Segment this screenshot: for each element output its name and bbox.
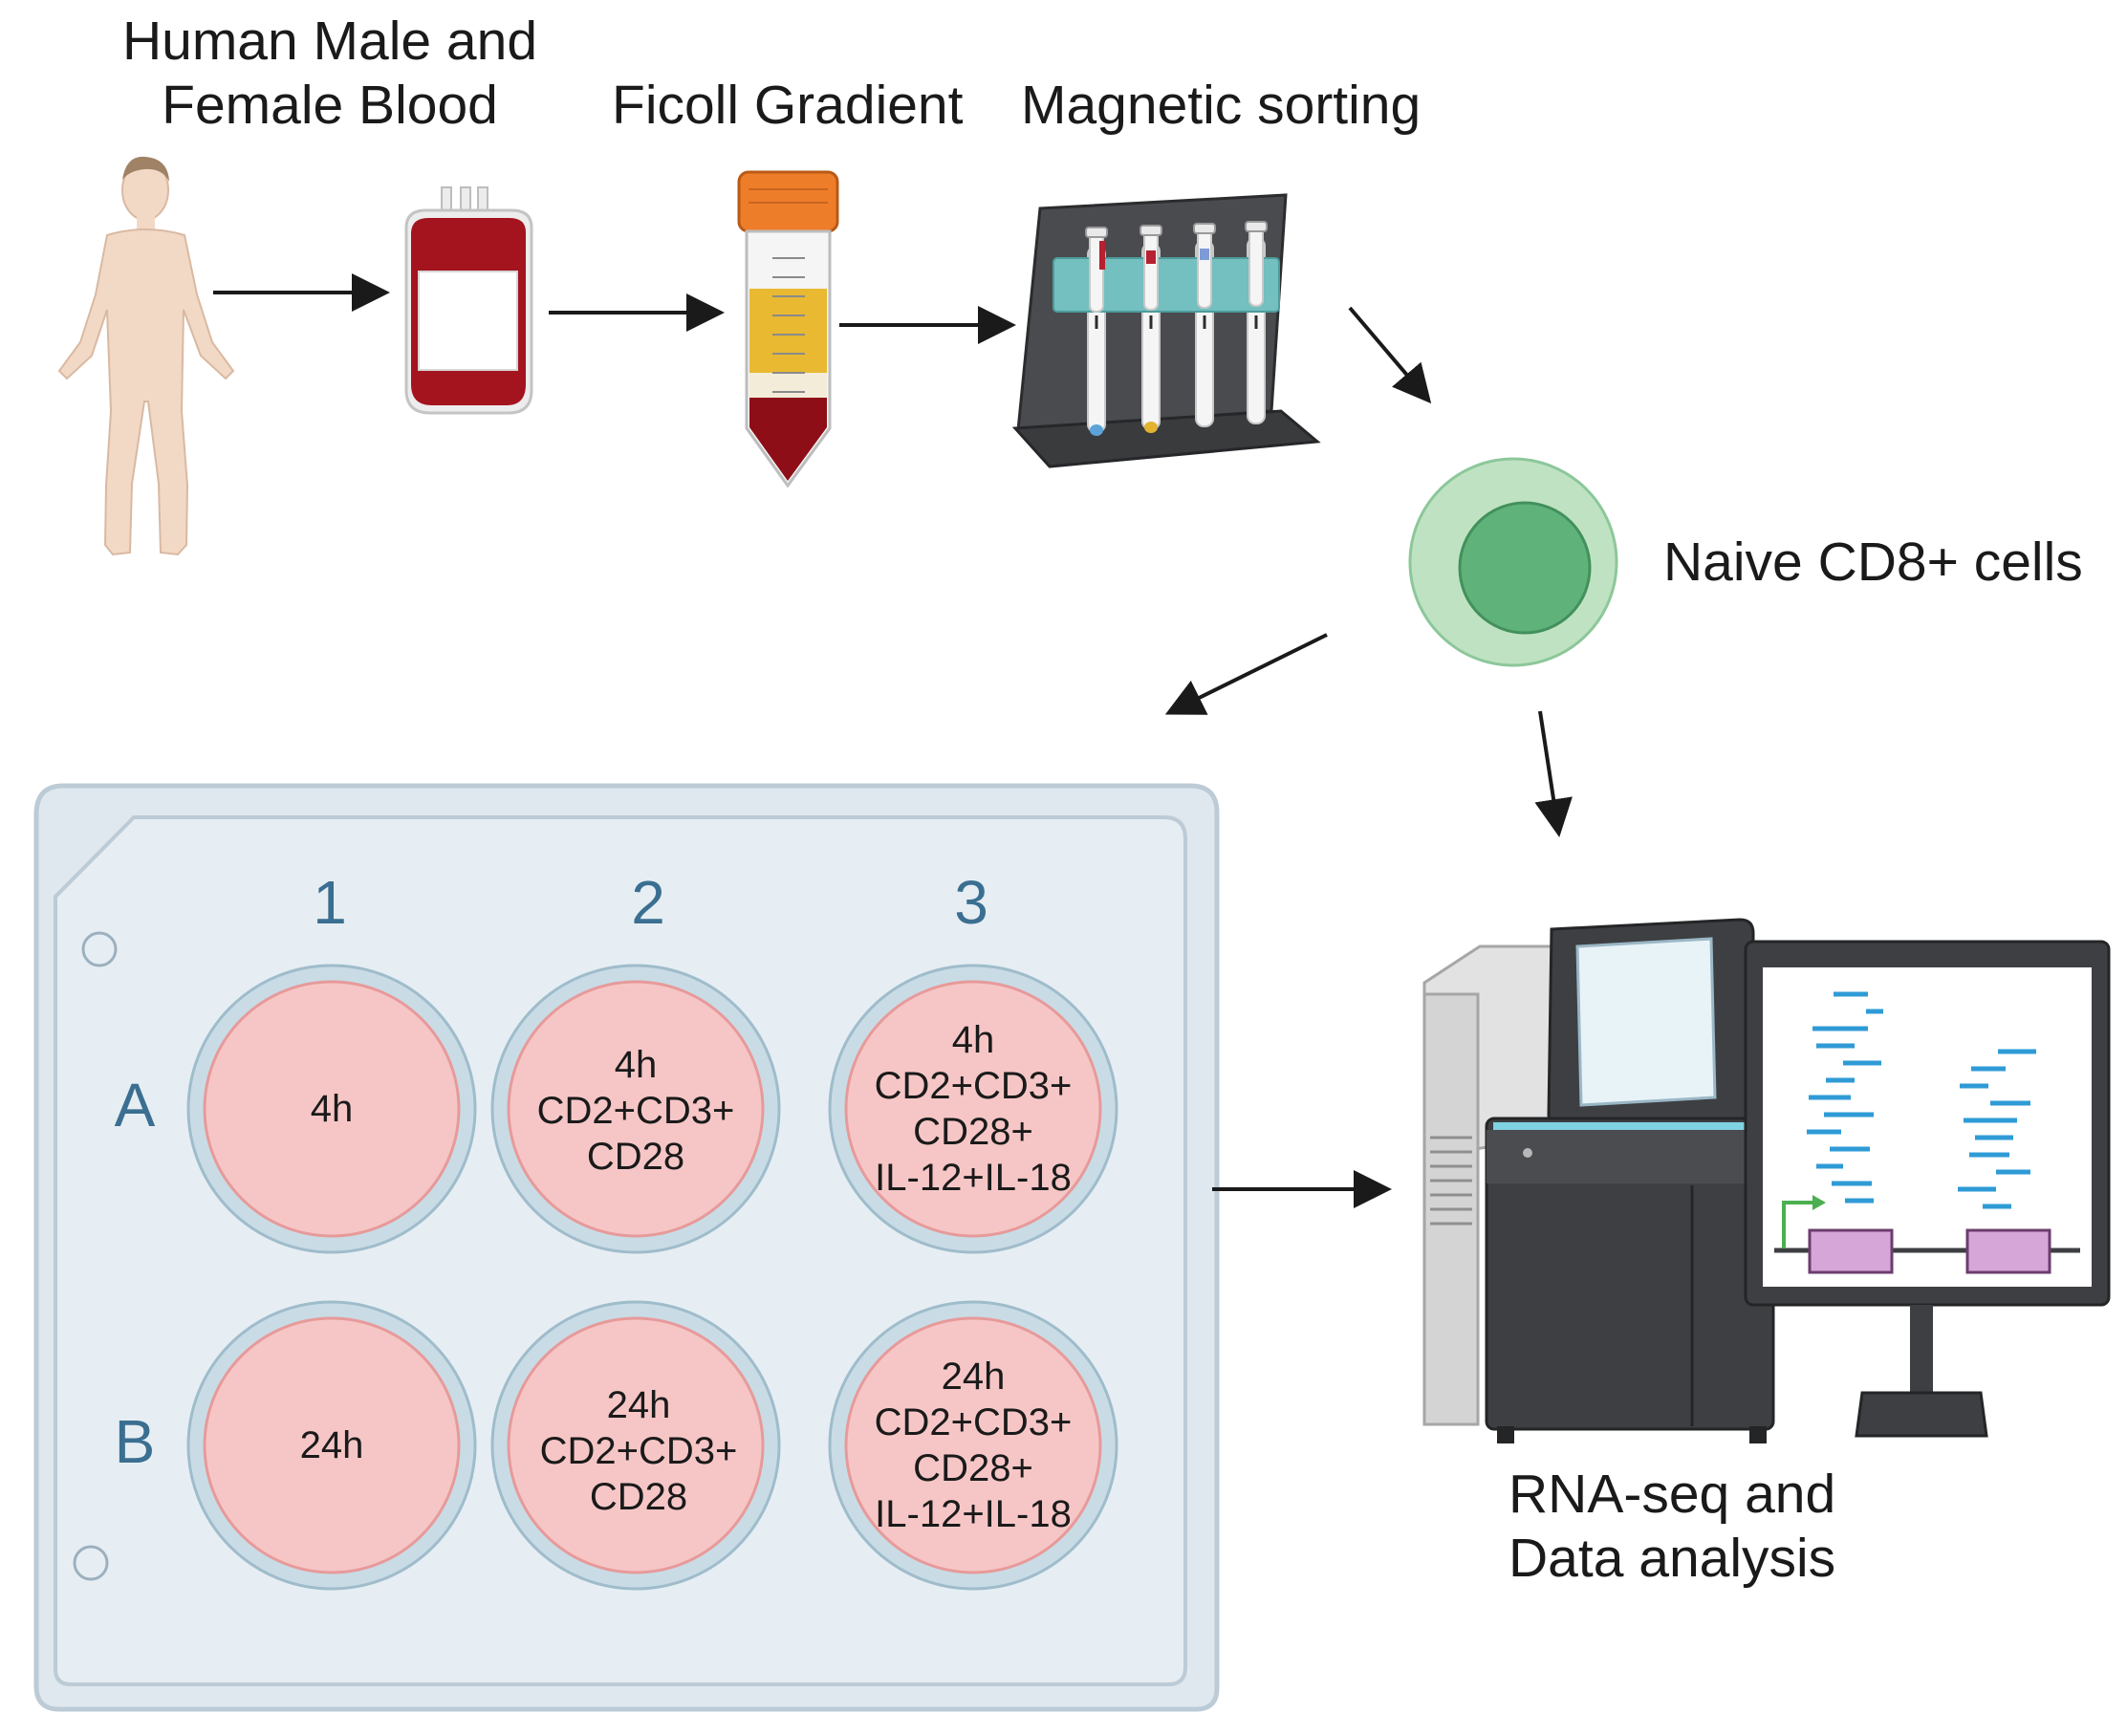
arrow-cells-to-rnaseq — [1534, 710, 1573, 837]
well-b2-line: CD28 — [589, 1476, 688, 1518]
label-human-blood-line1: Human Male and — [121, 11, 538, 72]
arrow-cells-to-plate — [1164, 633, 1328, 715]
label-naive-cd8-cells: Naive CD8+ cells — [1663, 531, 2083, 595]
well-b2-label: 24h CD2+CD3+ CD28 — [540, 1382, 738, 1520]
well-fill — [203, 980, 461, 1238]
well-fill — [844, 1316, 1102, 1574]
well-a1-line: 4h — [310, 1088, 354, 1130]
label-magnetic-sorting: Magnetic sorting — [1021, 74, 1421, 138]
label-magnetic-sorting-text: Magnetic sorting — [1021, 75, 1422, 136]
well-b3-line: CD28+ — [913, 1447, 1033, 1489]
well-b3-line: IL-12+IL-18 — [875, 1493, 1072, 1535]
label-rnaseq-line2: Data analysis — [1508, 1527, 1836, 1589]
label-human-blood-line2: Female Blood — [162, 74, 498, 136]
human-figure-icon — [57, 156, 235, 556]
blood-bag-icon — [404, 186, 533, 415]
well-a3-line: CD28+ — [913, 1111, 1033, 1153]
plate-row-a: A — [114, 1071, 156, 1139]
ficoll-tube-icon — [737, 170, 839, 488]
label-ficoll-gradient: Ficoll Gradient — [612, 74, 963, 138]
plate-column-1: 1 — [313, 868, 347, 937]
label-naive-cd8-cells-text: Naive CD8+ cells — [1663, 532, 2083, 593]
magnetic-rack-icon — [1011, 193, 1321, 468]
well-a1-label: 4h — [311, 1086, 354, 1132]
label-human-blood: Human Male and Female Blood — [105, 10, 554, 137]
well-a3-line: CD2+CD3+ — [874, 1065, 1073, 1107]
label-rnaseq-line1: RNA-seq and — [1508, 1464, 1836, 1525]
well-a3 — [828, 964, 1118, 1254]
well-b1 — [186, 1300, 477, 1591]
well-a2-line: CD2+CD3+ — [536, 1090, 735, 1132]
sequencing-reads — [1807, 991, 2036, 1209]
arrows — [213, 273, 1573, 1208]
plate-row-b: B — [114, 1407, 156, 1476]
well-b3-label: 24h CD2+CD3+ CD28+ IL-12+IL-18 — [875, 1354, 1073, 1537]
well-a1 — [186, 964, 477, 1254]
well-fill — [844, 980, 1102, 1238]
well-b2-line: 24h — [606, 1384, 671, 1426]
well-a2-line: 4h — [614, 1044, 658, 1086]
arrow-magnetic-to-cells — [1348, 306, 1432, 404]
sequencer-icon — [1422, 918, 1775, 1443]
well-b2-line: CD2+CD3+ — [539, 1430, 738, 1472]
well-b3 — [828, 1300, 1118, 1591]
well-fill — [507, 1316, 765, 1574]
well-a3-label: 4h CD2+CD3+ CD28+ IL-12+IL-18 — [875, 1017, 1073, 1201]
well-fill — [203, 1316, 461, 1574]
well-grid — [186, 964, 1118, 1591]
well-b2 — [490, 1300, 781, 1591]
label-rnaseq: RNA-seq and Data analysis — [1508, 1463, 1835, 1590]
monitor-icon — [1744, 940, 2111, 1438]
plate-column-3: 3 — [954, 868, 988, 937]
well-b3-line: CD2+CD3+ — [874, 1401, 1073, 1443]
well-a2-label: 4h CD2+CD3+ CD28 — [537, 1042, 735, 1180]
naive-cd8-cell-icon — [1408, 457, 1618, 667]
plate-column-2: 2 — [631, 868, 665, 937]
well-b1-label: 24h — [300, 1422, 364, 1468]
well-fill — [507, 980, 765, 1238]
six-well-plate — [33, 783, 1220, 1712]
well-a2 — [490, 964, 781, 1254]
well-a3-line: 4h — [951, 1019, 995, 1061]
well-a2-line: CD28 — [586, 1136, 685, 1178]
label-ficoll-gradient-text: Ficoll Gradient — [612, 75, 964, 136]
well-b3-line: 24h — [941, 1356, 1006, 1398]
well-a3-line: IL-12+IL-18 — [875, 1157, 1072, 1199]
well-b1-line: 24h — [299, 1424, 364, 1466]
